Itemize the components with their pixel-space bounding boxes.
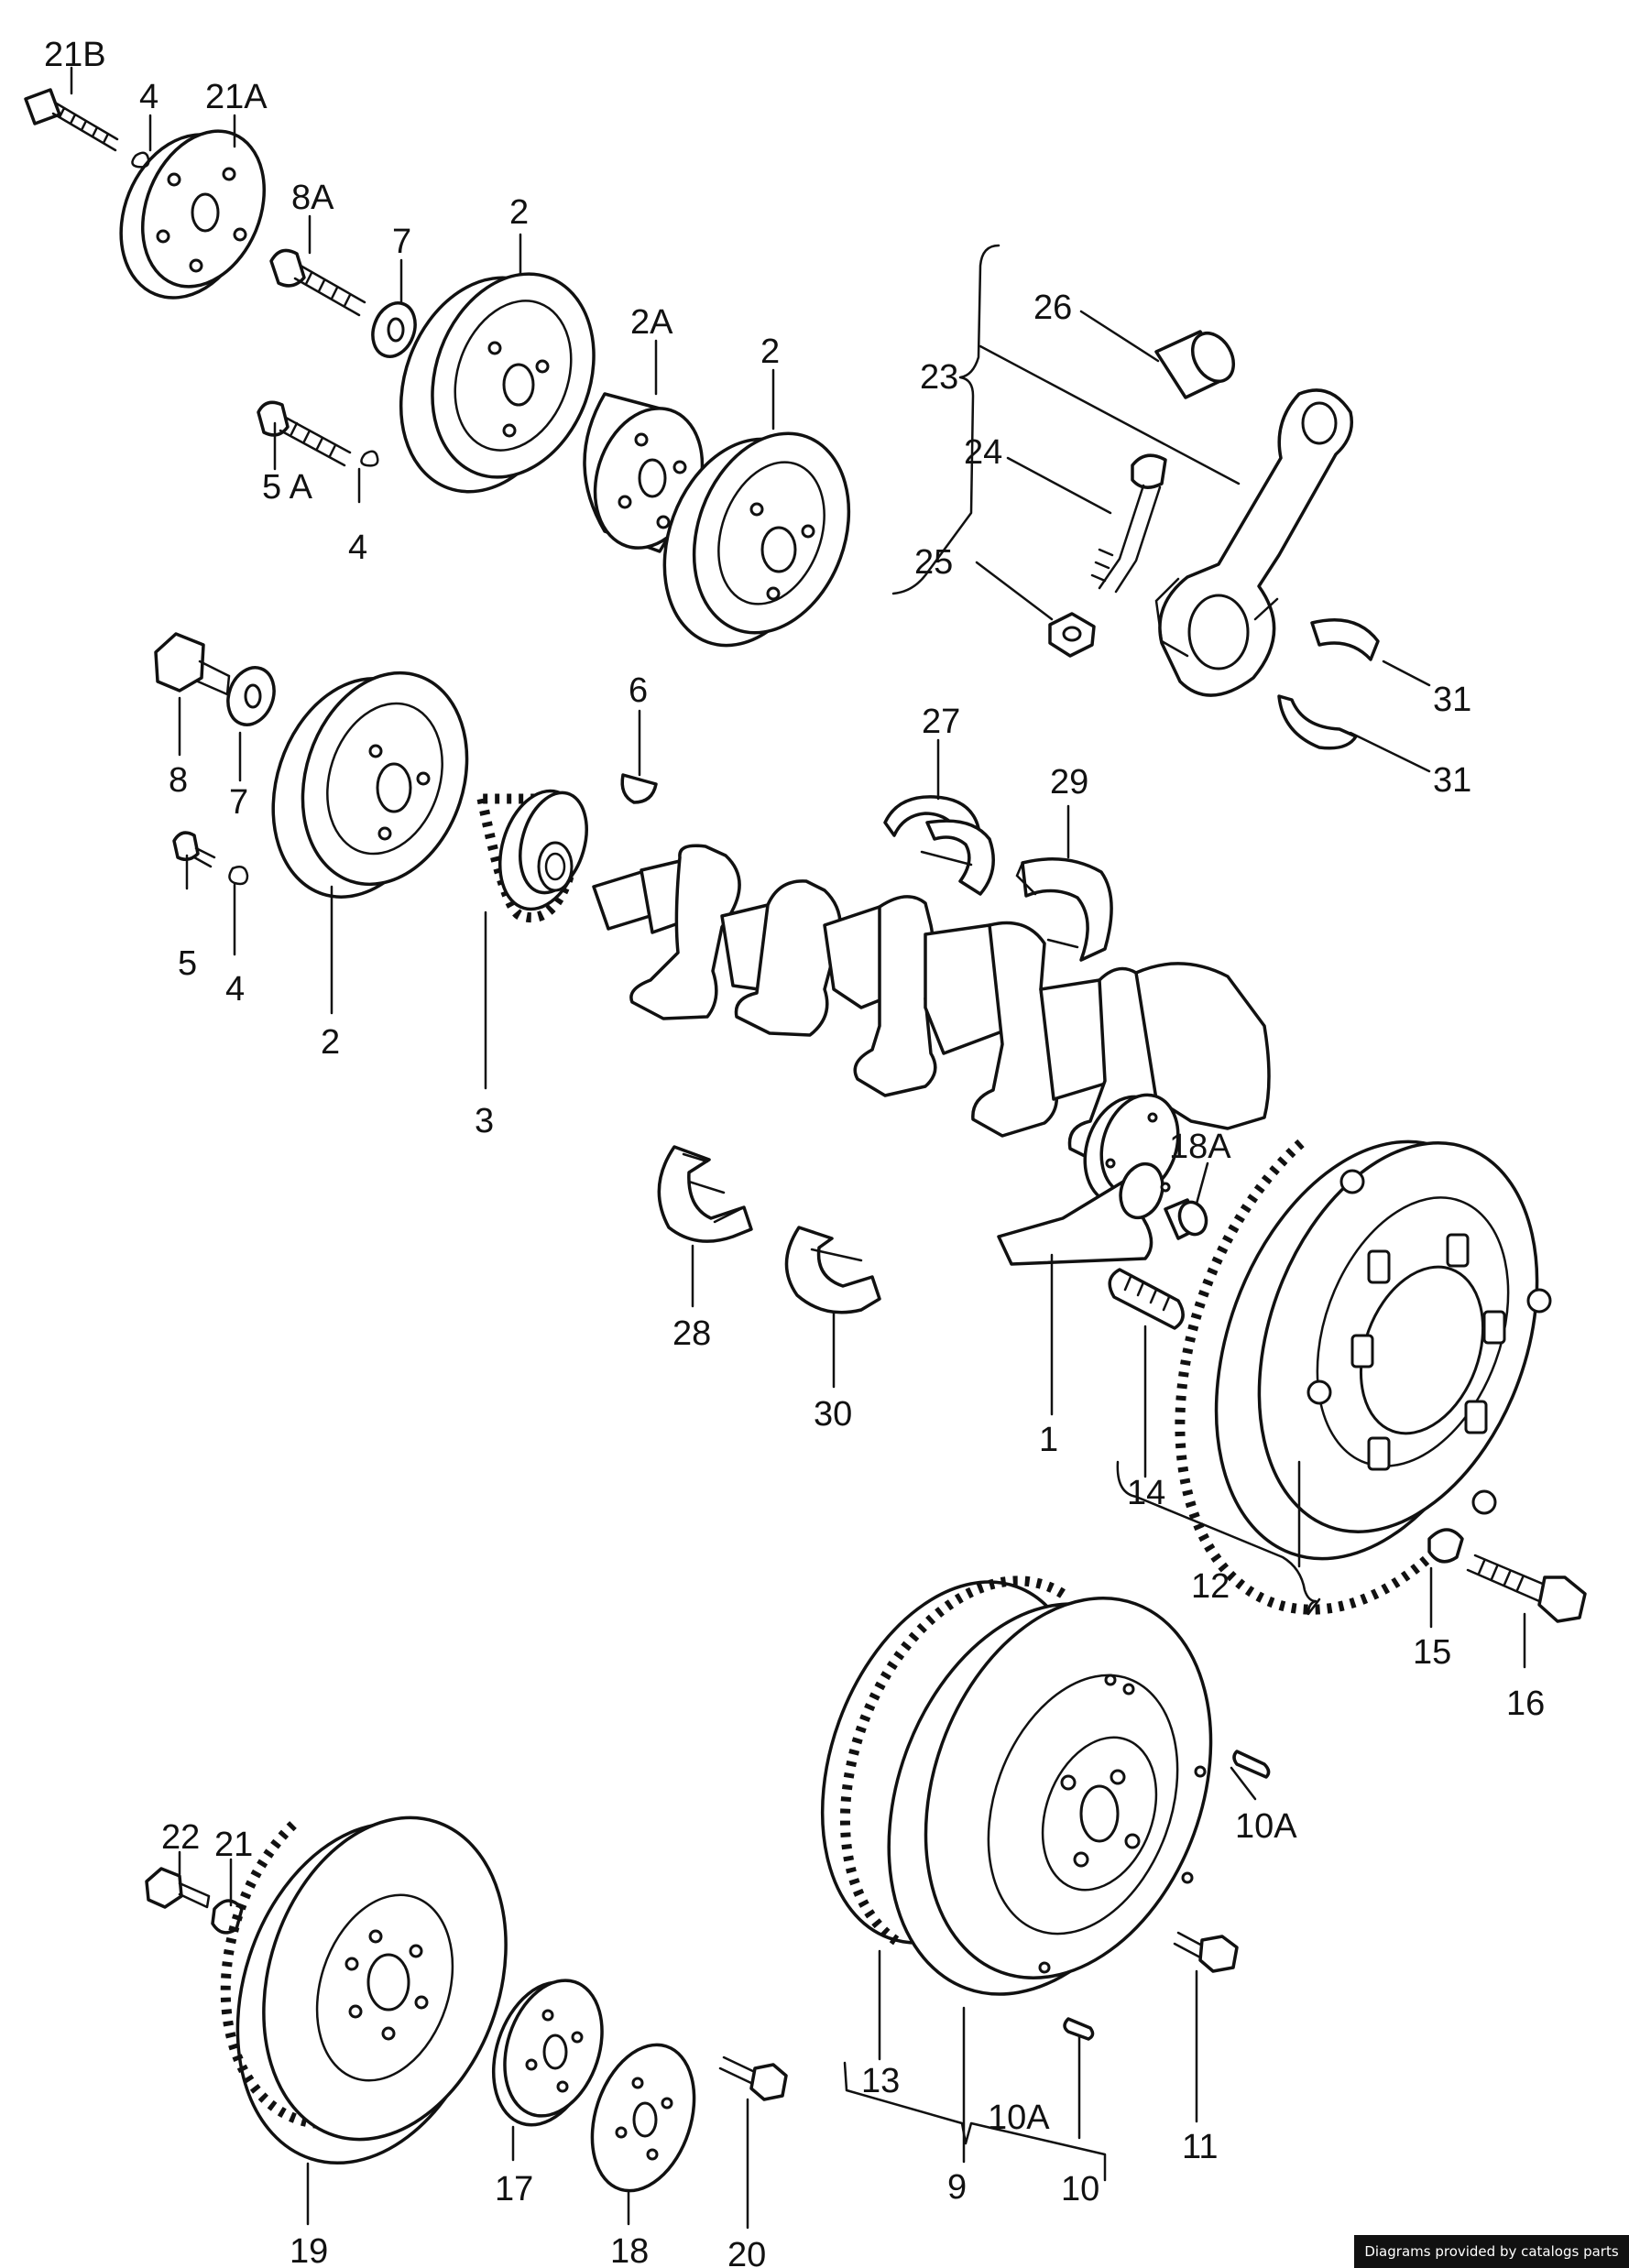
part-17-spacer-plate [491, 1979, 604, 2127]
part-7-spacer-mid [226, 666, 276, 726]
callout-10a-upper: 10A [1235, 1807, 1297, 1846]
part-28-main-bearing-lower [657, 1145, 753, 1243]
part-27-main-bearing-upper [883, 795, 995, 896]
part-9-flywheel [887, 1597, 1213, 1996]
part-30-main-bearing-lower-thrust [784, 1226, 881, 1314]
part-4-lock-washer-low [228, 866, 249, 886]
part-31-rod-bearing-upper [1310, 618, 1380, 661]
callout-7-mid: 7 [229, 783, 248, 822]
callout-12: 12 [1191, 1567, 1230, 1606]
callout-9: 9 [947, 2168, 967, 2207]
part-4-lock-washer-mid [360, 450, 379, 467]
callout-18: 18 [610, 2232, 649, 2268]
part-3-crank-sprocket [476, 789, 588, 922]
callout-26: 26 [1033, 289, 1072, 327]
callout-30: 30 [814, 1395, 852, 1434]
callout-6: 6 [629, 671, 648, 710]
part-23-bracket [891, 244, 1000, 595]
callout-18a: 18A [1169, 1128, 1231, 1166]
part-5a-bolt [257, 400, 352, 467]
part-12-drive-plate [1175, 1139, 1552, 1615]
callout-19: 19 [290, 2232, 328, 2268]
part-31-rod-bearing-lower [1277, 694, 1358, 750]
callout-2-upper: 2 [509, 193, 529, 232]
callout-10a-lower: 10A [988, 2099, 1050, 2137]
callout-7-top: 7 [392, 223, 411, 261]
part-4-lock-washer-top [131, 151, 150, 169]
part-11-bolt [1173, 1931, 1239, 1973]
callout-14: 14 [1127, 1474, 1165, 1512]
callout-25: 25 [914, 543, 953, 582]
callout-labels: 21B 4 21A 8A 7 2 2A 2 5 A 4 26 23 24 25 … [44, 36, 1545, 2268]
part-1-crankshaft [592, 844, 1271, 1266]
part-10a-dowel-upper [1232, 1750, 1271, 1779]
callout-23: 23 [920, 358, 958, 397]
part-6-woodruff-key [620, 773, 658, 804]
callout-31-lower: 31 [1433, 761, 1471, 800]
part-18a-pilot-bearing [1164, 1198, 1208, 1240]
callout-21b: 21B [44, 36, 106, 74]
callout-31-upper: 31 [1433, 681, 1471, 719]
part-2-pulley-upper [399, 272, 596, 494]
callout-22: 22 [161, 1818, 200, 1857]
callout-21a: 21A [205, 78, 268, 116]
part-22-bolt [145, 1867, 211, 1909]
callout-13: 13 [861, 2062, 900, 2100]
callout-4-mid: 4 [348, 529, 367, 567]
diagram-credit-footer: Diagrams provided by catalogs parts [1354, 2235, 1629, 2268]
callout-20: 20 [727, 2236, 766, 2268]
part-25-rod-nut [1048, 612, 1096, 658]
part-29-main-bearing-thrust [1015, 857, 1113, 962]
callout-4-top: 4 [139, 78, 159, 116]
part-21a-damper-disc [119, 129, 267, 300]
callout-29: 29 [1050, 763, 1088, 801]
part-20-bolt [718, 2055, 788, 2101]
callout-24: 24 [964, 433, 1002, 472]
callout-28: 28 [672, 1314, 711, 1353]
part-14-dowel-pin [1108, 1268, 1185, 1330]
callout-11: 11 [1182, 2128, 1218, 2166]
callout-5: 5 [178, 944, 197, 983]
callout-5a: 5 A [262, 468, 313, 507]
callout-3: 3 [475, 1102, 494, 1140]
part-19-flywheel [220, 1815, 508, 2164]
part-24-rod-bolt [1090, 453, 1167, 594]
part-5-bolt [172, 831, 216, 868]
part-26-bushing [1154, 330, 1236, 399]
callout-8: 8 [169, 761, 188, 800]
part-16-bolt [1466, 1554, 1587, 1623]
part-10-dowel-lower [1063, 2017, 1095, 2041]
callout-2-lower: 2 [760, 333, 780, 371]
callout-16: 16 [1506, 1685, 1545, 1723]
callout-27: 27 [922, 703, 960, 741]
callout-4-low: 4 [225, 970, 245, 1009]
callout-10: 10 [1061, 2170, 1099, 2208]
callout-17: 17 [495, 2170, 533, 2208]
part-8-bolt [154, 632, 231, 696]
leader-lines [70, 66, 1526, 2230]
part-7-spacer-top [371, 301, 417, 358]
part-15-bolt-washer [1427, 1528, 1464, 1564]
part-2-pulley-front [271, 671, 469, 899]
part-8a-bolt [269, 248, 366, 317]
part-18-spacer-plate [590, 2043, 696, 2193]
callout-2-front: 2 [321, 1023, 340, 1062]
callout-1: 1 [1039, 1421, 1058, 1459]
part-21b-bolt [24, 88, 119, 152]
callout-2a: 2A [630, 303, 673, 342]
callout-8a: 8A [291, 179, 334, 217]
part-2-pulley-lower [662, 431, 851, 648]
callout-21: 21 [214, 1826, 253, 1864]
callout-15: 15 [1413, 1633, 1451, 1672]
part-connecting-rod [1154, 388, 1353, 697]
